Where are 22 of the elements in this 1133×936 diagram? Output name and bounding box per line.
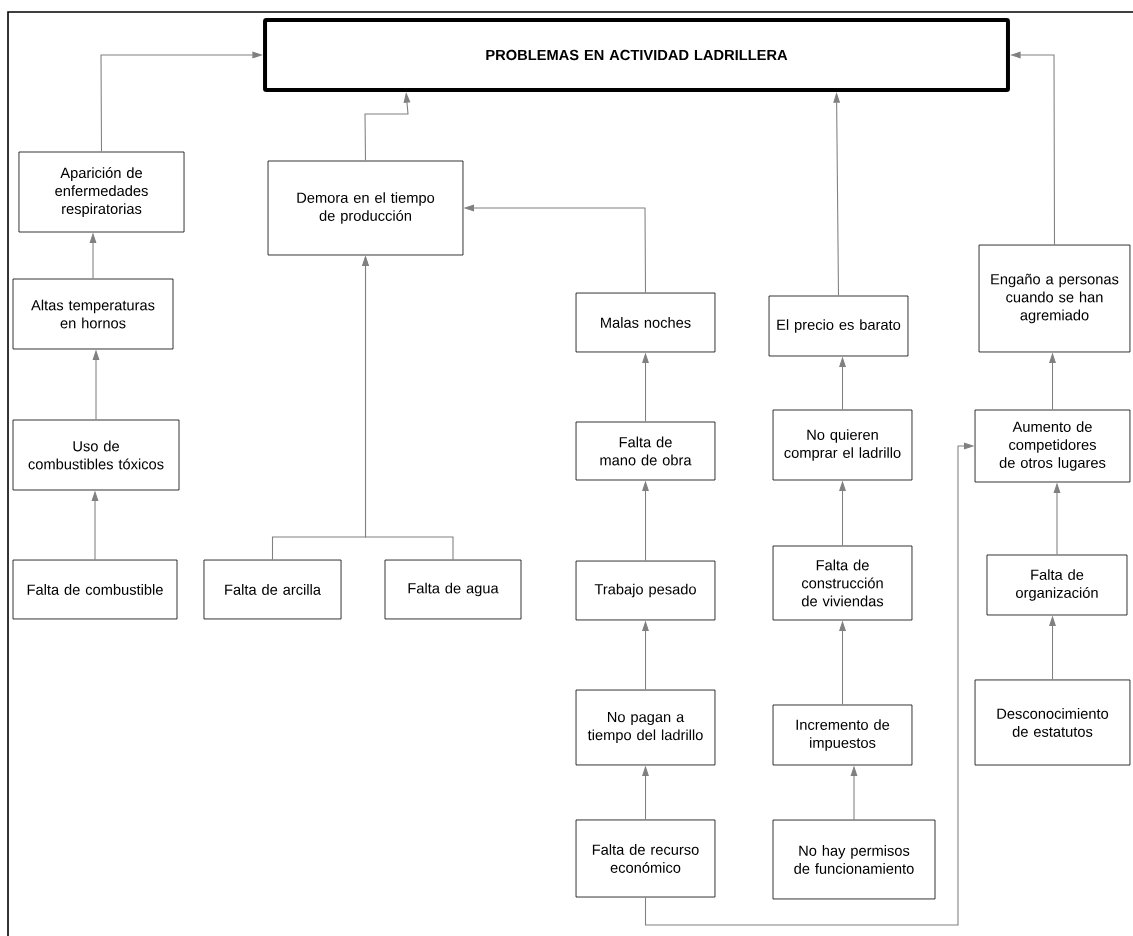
cause-box: Engaño a personas cuando se han agremiado xyxy=(978,244,1131,353)
title-box: PROBLEMAS EN ACTIVIDAD LADRILLERA xyxy=(263,18,1010,92)
cause-box: Uso de combustibles tóxicos xyxy=(12,419,180,491)
cause-box: No quieren comprar el ladrillo xyxy=(772,409,913,481)
cause-box: Falta de construcción de viviendas xyxy=(772,545,913,621)
cause-box: No pagan a tiempo del ladrillo xyxy=(575,689,716,766)
cause-box: Altas temperaturas en hornos xyxy=(12,278,174,350)
cause-box: Incremento de impuestos xyxy=(772,704,913,766)
cause-box: Aumento de competidores de otros lugares xyxy=(974,409,1131,483)
cause-box: Desconocimiento de estatutos xyxy=(974,679,1131,766)
cause-box: No hay permisos de funcionamiento xyxy=(772,819,936,900)
cause-box: Falta de arcilla xyxy=(203,559,342,620)
cause-box: Aparición de enfermedades respiratorias xyxy=(18,151,185,233)
cause-box: Falta de organización xyxy=(986,554,1128,616)
cause-box: Demora en el tiempo de producción xyxy=(267,160,464,256)
cause-box: Malas noches xyxy=(575,292,716,353)
cause-box: El precio es barato xyxy=(768,295,909,357)
cause-box: Falta de recurso económico xyxy=(575,819,716,898)
cause-box: Falta de combustible xyxy=(12,559,178,620)
cause-box: Falta de agua xyxy=(384,559,522,620)
cause-box: Trabajo pesado xyxy=(575,560,716,621)
cause-box: Falta de mano de obra xyxy=(575,421,716,481)
